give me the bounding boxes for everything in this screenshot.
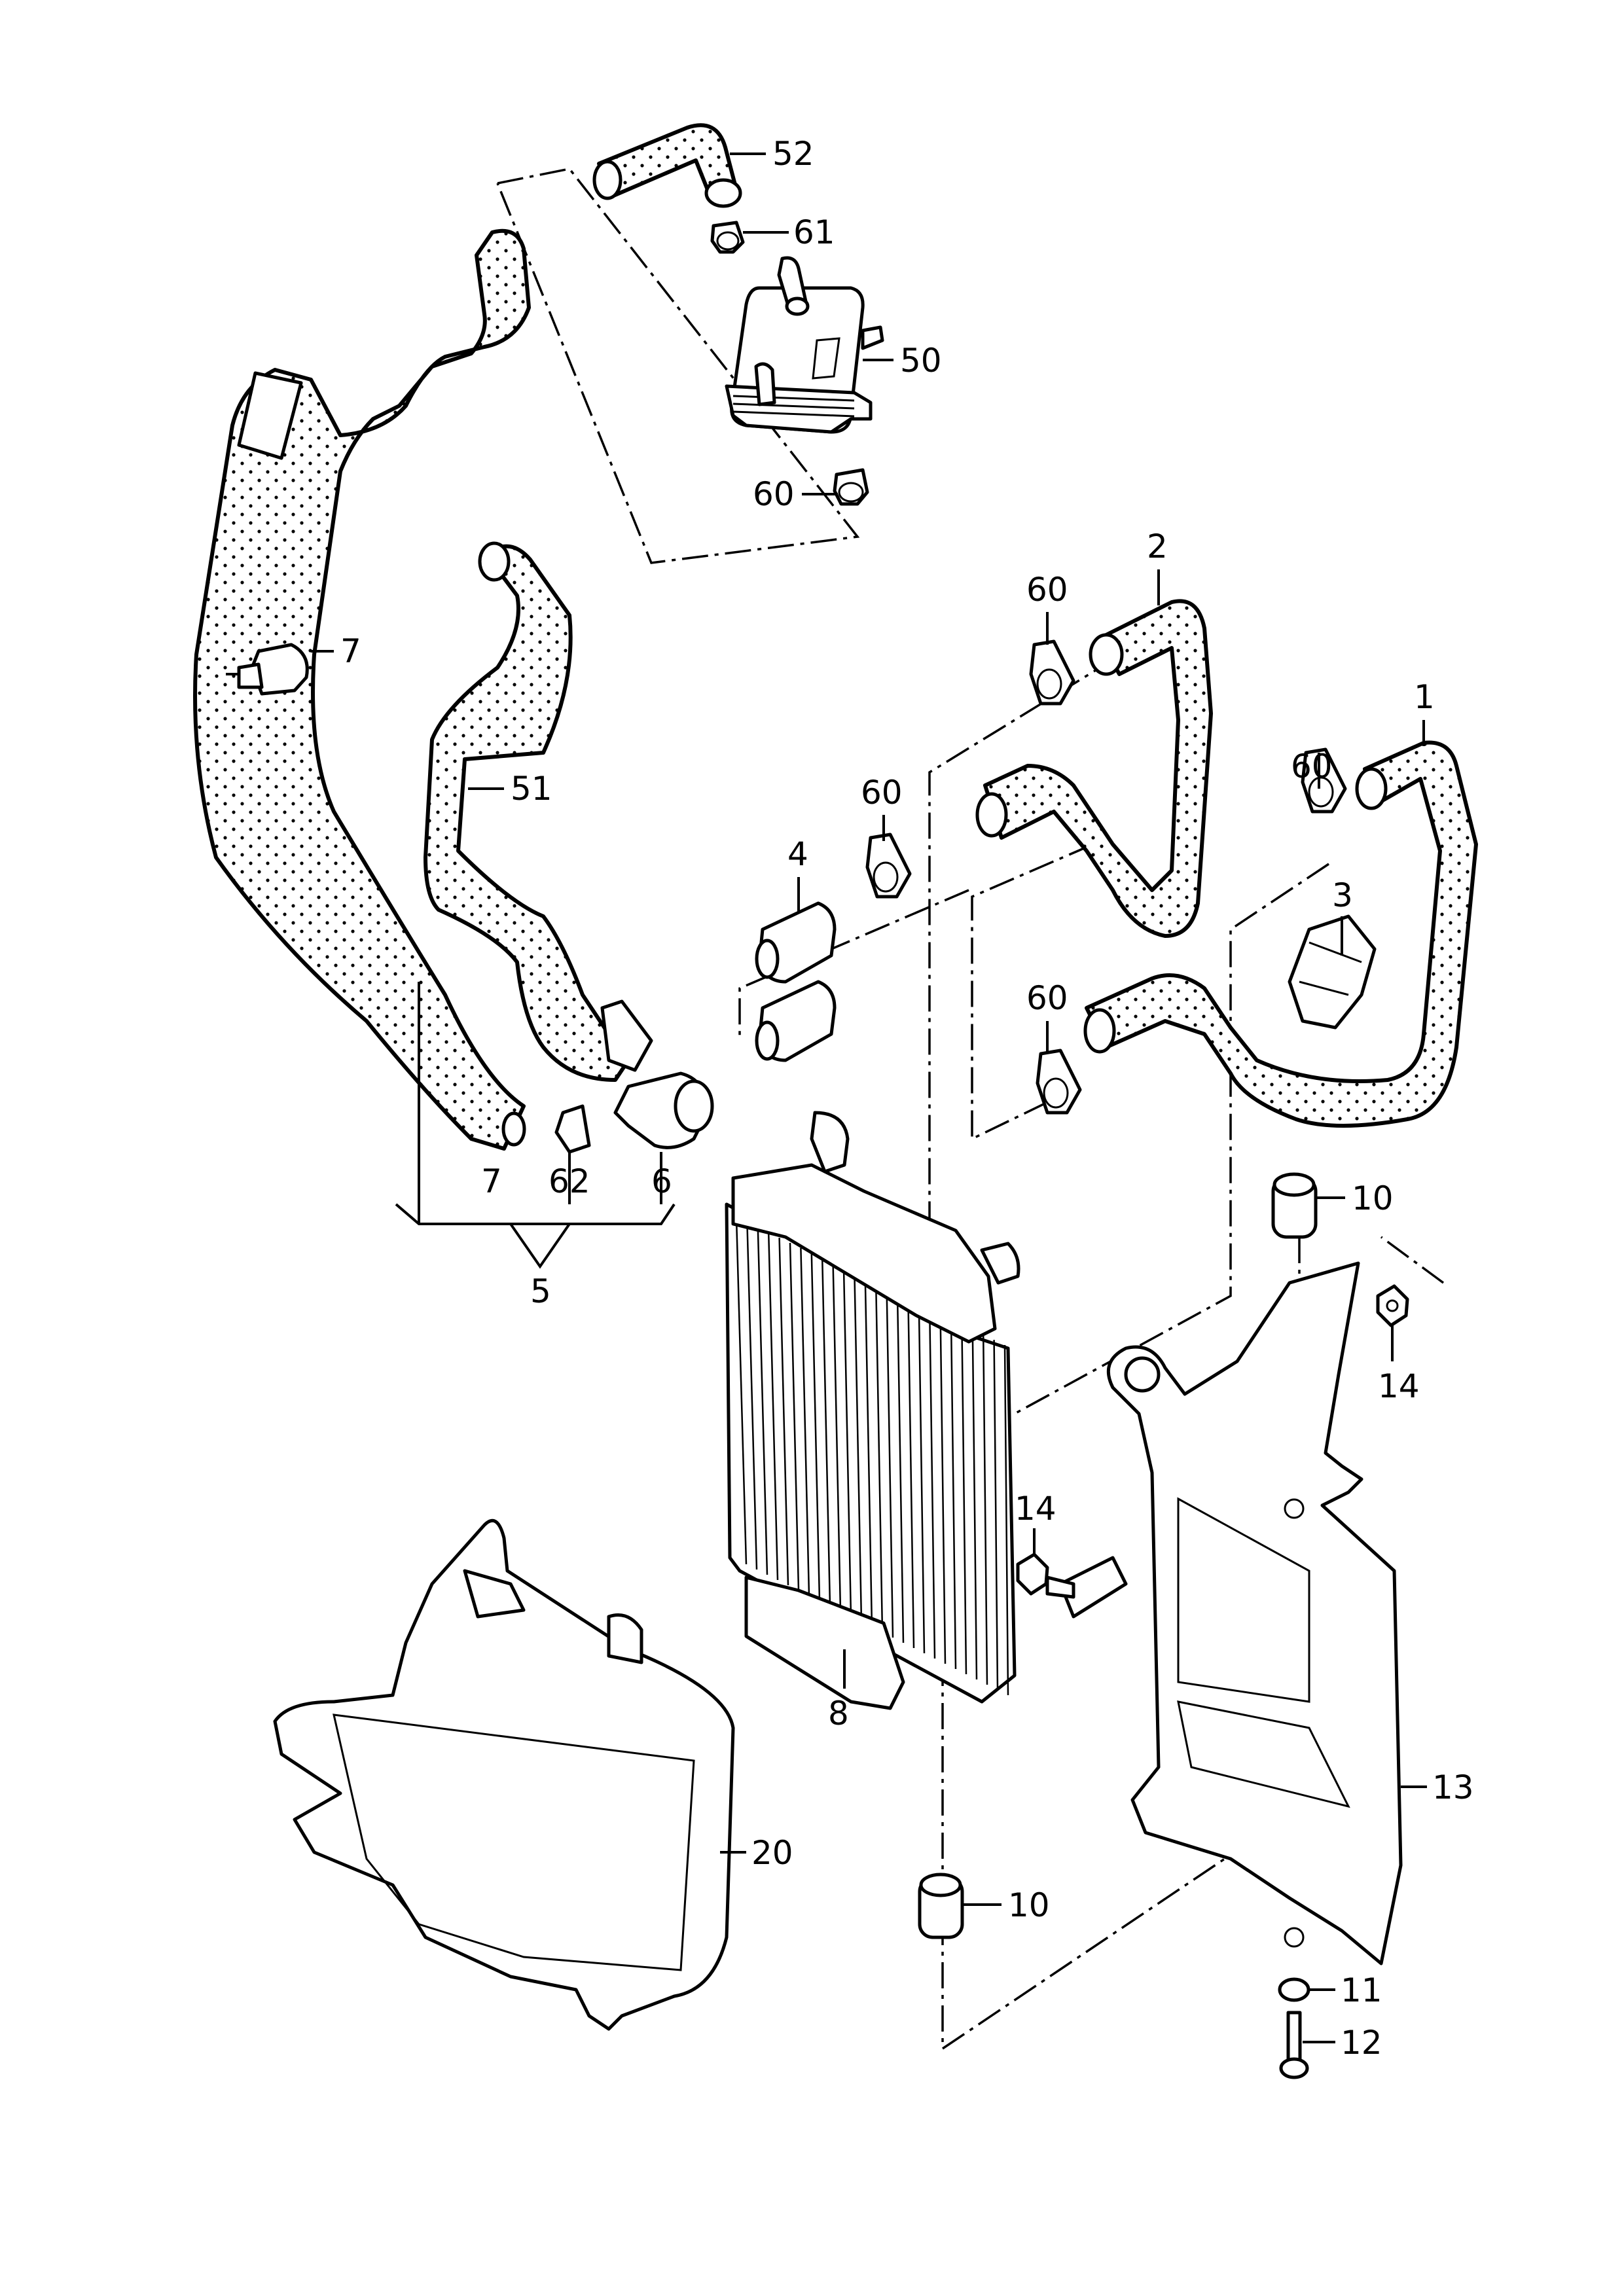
part-3-hose-holder[interactable] bbox=[1288, 914, 1377, 1030]
callout-14-lower: 14 bbox=[1015, 1490, 1056, 1528]
callout-12: 12 bbox=[1341, 2024, 1382, 2062]
callout-7-lower: 7 bbox=[481, 1162, 502, 1200]
part-62-spring-clip[interactable] bbox=[554, 1104, 591, 1154]
radiator-fin-line bbox=[875, 1283, 884, 1633]
callout-13: 13 bbox=[1432, 1768, 1474, 1806]
callout-2: 2 bbox=[1147, 528, 1168, 565]
part-51-hose[interactable] bbox=[424, 541, 653, 1082]
leader-lines bbox=[311, 152, 1427, 2043]
radiator-fins bbox=[735, 1217, 1009, 1696]
part-5-main-hose[interactable] bbox=[193, 228, 531, 1151]
callout-6: 6 bbox=[651, 1162, 672, 1200]
radiator-fin-line bbox=[918, 1304, 926, 1654]
part-14-nut-lower[interactable] bbox=[1016, 1552, 1075, 1599]
radiator-fin-line bbox=[982, 1335, 988, 1685]
callout-10-top: 10 bbox=[1352, 1179, 1394, 1217]
callout-60-d: 60 bbox=[1291, 747, 1333, 785]
part-20-air-duct[interactable] bbox=[273, 1518, 735, 2031]
radiator-fin-line bbox=[939, 1314, 947, 1664]
radiator-fin-line bbox=[864, 1278, 873, 1628]
part-12-screw[interactable] bbox=[1279, 2011, 1309, 2079]
part-52-hose[interactable] bbox=[592, 123, 742, 208]
callout-10-bottom: 10 bbox=[1008, 1886, 1050, 1924]
part-50-oil-cooler[interactable] bbox=[725, 256, 884, 434]
radiator-fin-line bbox=[800, 1247, 810, 1596]
radiator-fin-line bbox=[832, 1263, 842, 1612]
radiator-fin-line bbox=[789, 1242, 800, 1591]
callout-14-upper: 14 bbox=[1378, 1367, 1420, 1405]
part-1-hose[interactable] bbox=[1083, 740, 1478, 1128]
callout-1: 1 bbox=[1414, 678, 1435, 716]
radiator-fin-line bbox=[778, 1238, 789, 1586]
part-6-elbow-connector[interactable] bbox=[613, 1071, 714, 1149]
callout-20: 20 bbox=[751, 1834, 793, 1872]
part-11-washer[interactable] bbox=[1278, 1977, 1310, 2002]
radiator-fin-line bbox=[886, 1289, 894, 1638]
part-4-double-connector[interactable] bbox=[755, 901, 837, 1062]
radiator-fin-line bbox=[767, 1232, 779, 1581]
radiator-fin-line bbox=[757, 1227, 768, 1575]
radiator-fin-line bbox=[854, 1273, 863, 1623]
callout-61: 61 bbox=[793, 213, 835, 251]
callout-62: 62 bbox=[549, 1162, 590, 1200]
callout-11: 11 bbox=[1341, 1971, 1382, 2009]
callout-60-a: 60 bbox=[753, 475, 795, 513]
part-13-bracket[interactable] bbox=[1058, 1261, 1403, 1965]
radiator-fin-line bbox=[907, 1299, 915, 1649]
part-10-rubber-mount-bottom[interactable] bbox=[918, 1873, 964, 1939]
callout-60-c: 60 bbox=[861, 774, 903, 812]
radiator-fin-line bbox=[842, 1268, 852, 1617]
callout-60-b: 60 bbox=[1026, 571, 1068, 609]
radiator-fin-line bbox=[993, 1340, 999, 1691]
part-60-clip-d[interactable] bbox=[1301, 747, 1347, 814]
part-7-hose-clamp[interactable] bbox=[226, 643, 309, 696]
part-60-clip-c[interactable] bbox=[865, 833, 912, 899]
radiator-fin-line bbox=[961, 1324, 967, 1675]
part-60-clip-a[interactable] bbox=[833, 468, 869, 506]
callout-4: 4 bbox=[787, 835, 808, 873]
callout-50: 50 bbox=[900, 342, 942, 380]
radiator-fin-line bbox=[810, 1253, 821, 1602]
part-14-nut-upper[interactable] bbox=[1376, 1284, 1409, 1327]
part-8-auxiliary-radiator[interactable] bbox=[725, 1111, 1020, 1710]
part-10-rubber-mount-top[interactable] bbox=[1271, 1172, 1318, 1239]
callout-5: 5 bbox=[530, 1272, 551, 1310]
radiator-fin-line bbox=[821, 1258, 831, 1607]
callout-51: 51 bbox=[511, 770, 552, 808]
radiator-fin-line bbox=[735, 1217, 748, 1565]
radiator-fin-line bbox=[896, 1293, 905, 1643]
part-60-clip-e[interactable] bbox=[1036, 1049, 1082, 1115]
part-61-spring-clip[interactable] bbox=[710, 221, 745, 254]
callout-52: 52 bbox=[772, 135, 814, 173]
callout-7-upper: 7 bbox=[340, 632, 361, 670]
callout-8: 8 bbox=[828, 1695, 849, 1732]
radiator-fin-line bbox=[950, 1319, 957, 1670]
radiator-fin-line bbox=[928, 1309, 936, 1659]
part-2-hose[interactable] bbox=[975, 599, 1213, 938]
radiator-fin-line bbox=[746, 1222, 758, 1570]
radiator-fin-line bbox=[971, 1329, 978, 1680]
part-60-clip-b[interactable] bbox=[1029, 639, 1075, 706]
callouts: 52 61 50 60 2 60 1 60 7 51 60 4 3 60 7 6… bbox=[340, 135, 1474, 2062]
callout-3: 3 bbox=[1332, 876, 1353, 914]
callout-60-e: 60 bbox=[1026, 979, 1068, 1017]
radiator-fin-line bbox=[1003, 1344, 1009, 1696]
